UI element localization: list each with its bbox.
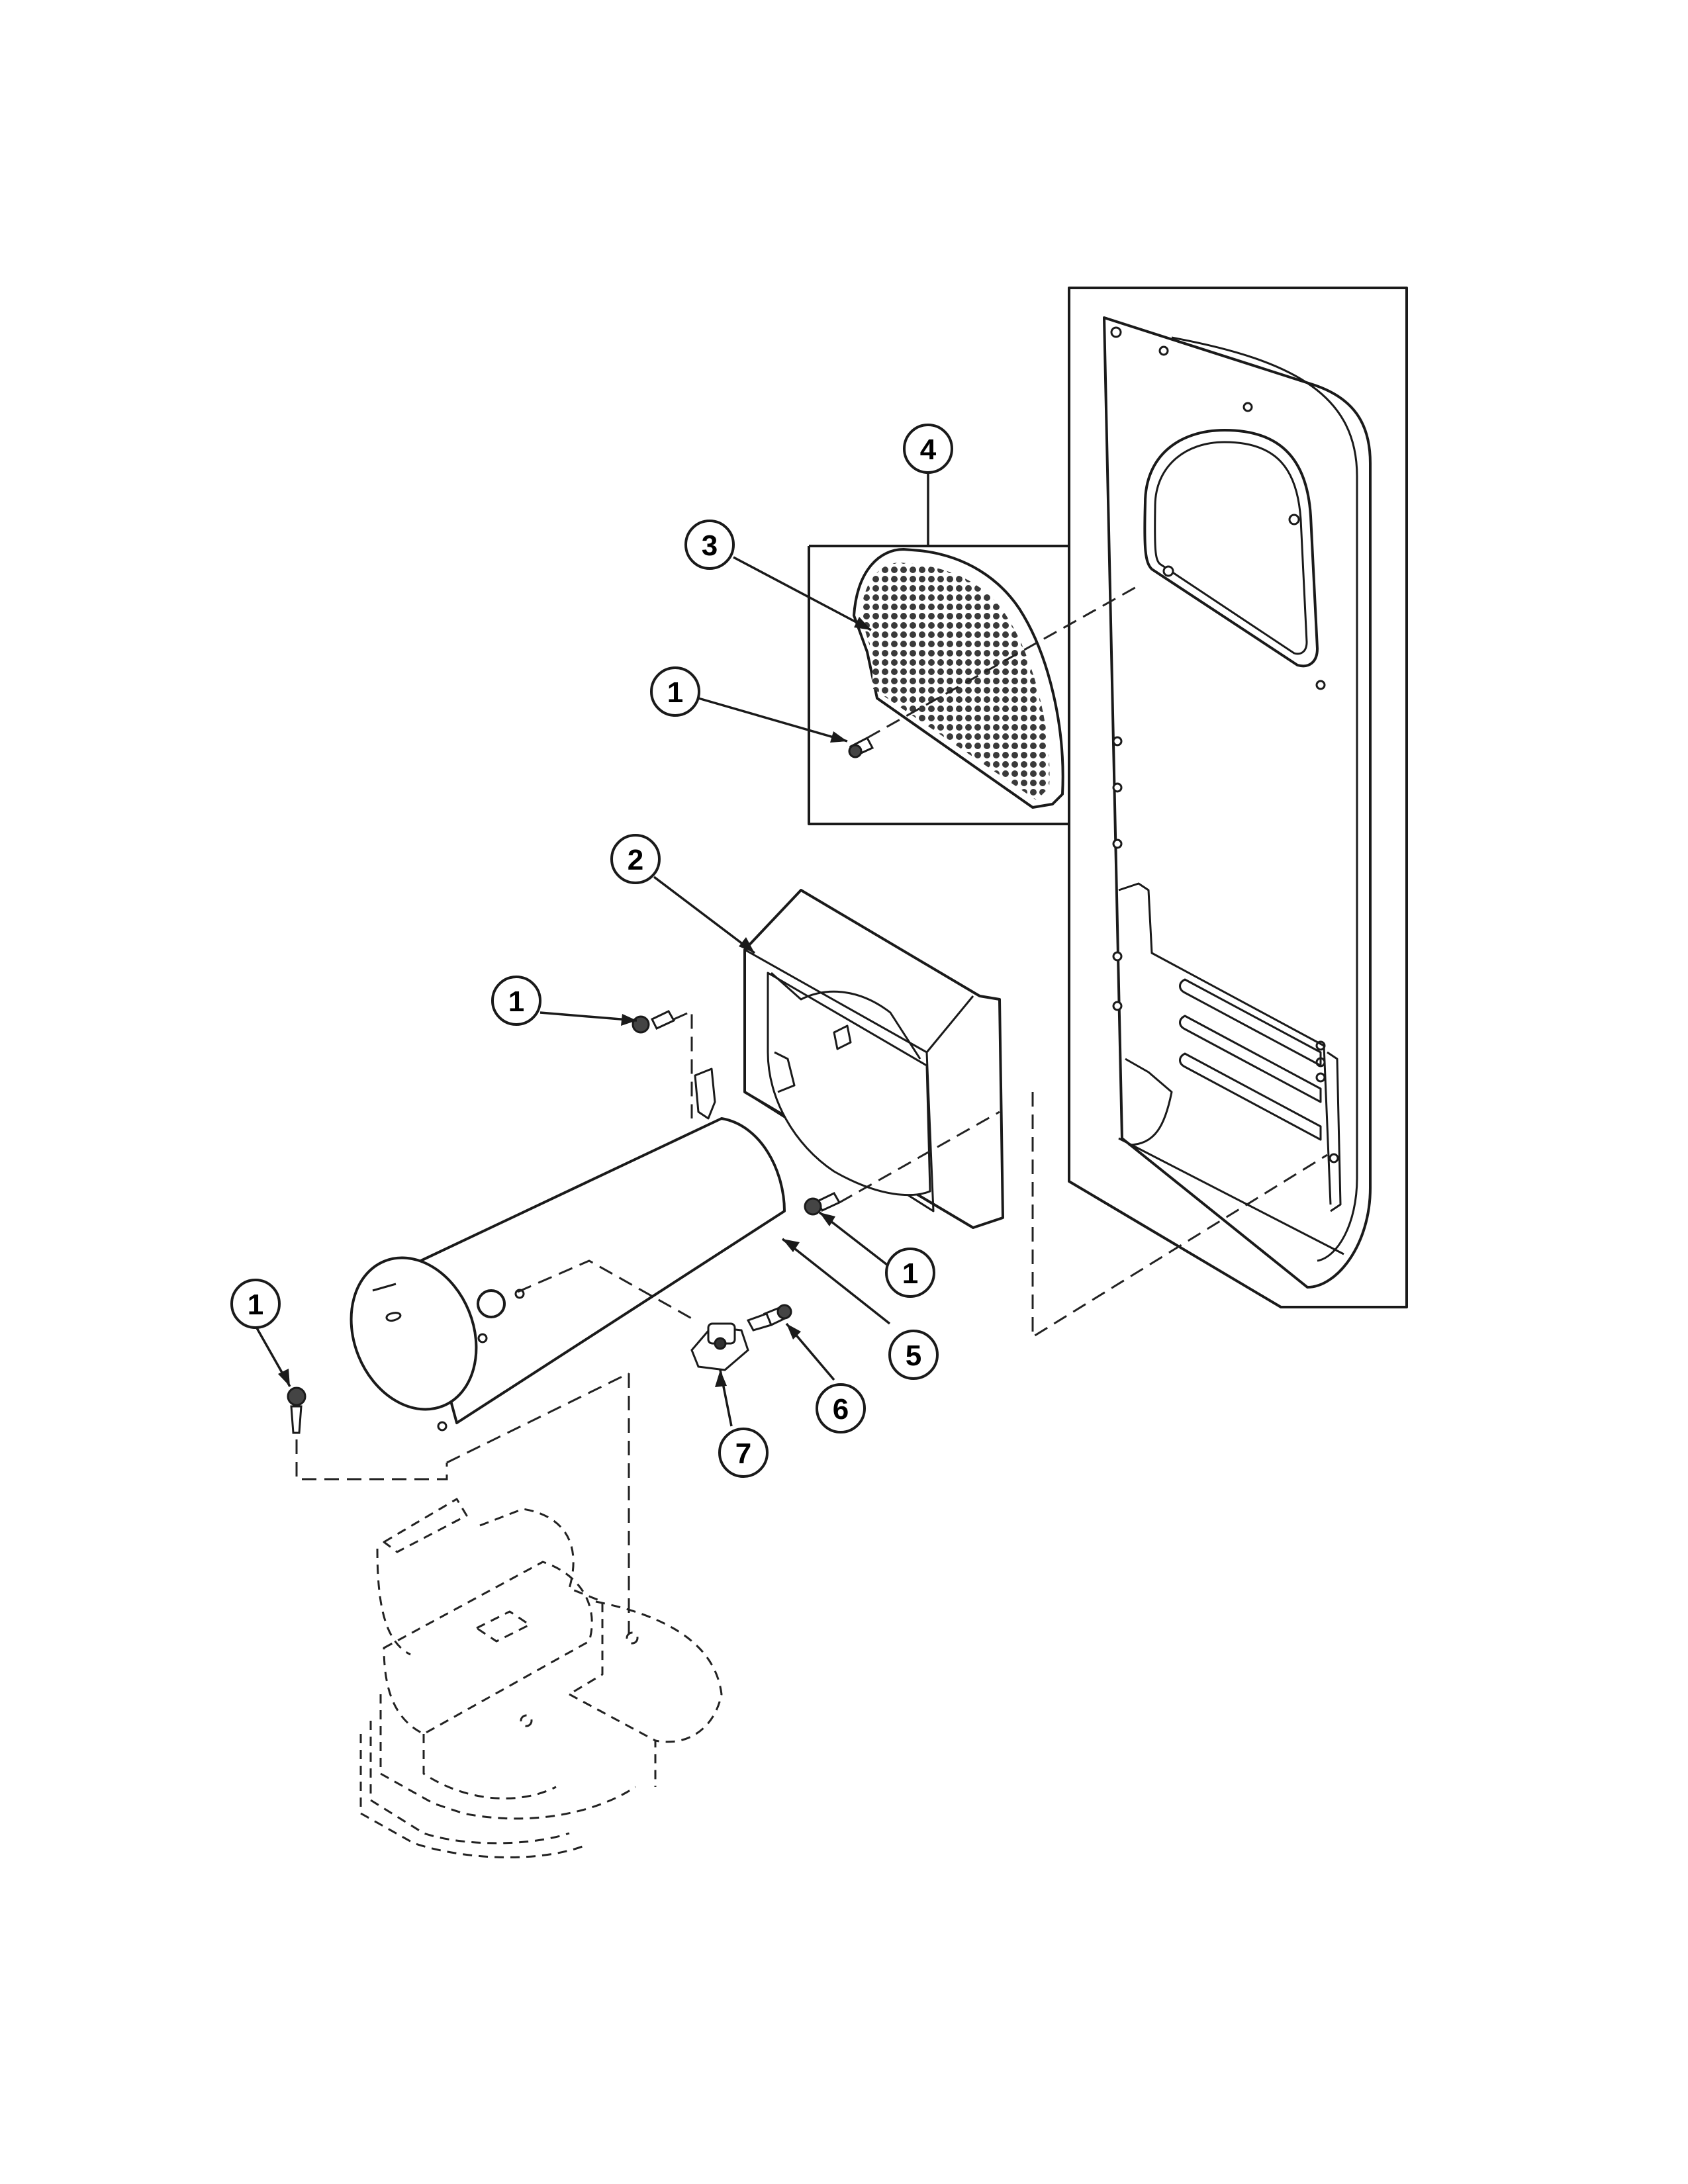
svg-text:1: 1 (902, 1257, 918, 1290)
svg-text:7: 7 (735, 1437, 751, 1470)
vent-slot (1179, 978, 1322, 1067)
callout-arrowheads (278, 617, 871, 1387)
duct-flange (743, 889, 1004, 1229)
screw-1-left (287, 1387, 306, 1434)
duct-open-end (350, 1256, 478, 1411)
callout-1-flange-top[interactable]: 1 (491, 976, 541, 1026)
screw-6 (746, 1304, 792, 1332)
svg-text:5: 5 (906, 1340, 921, 1372)
callout-leaders (255, 463, 929, 1427)
flange-opening (767, 972, 931, 1197)
callout-1-left[interactable]: 1 (230, 1279, 281, 1329)
callout-5[interactable]: 5 (888, 1330, 939, 1380)
svg-text:1: 1 (248, 1289, 263, 1321)
burner-base-phantom (359, 1498, 723, 1858)
svg-text:2: 2 (628, 844, 643, 876)
callout-7[interactable]: 7 (718, 1428, 769, 1478)
rear-panel-frame (1068, 287, 1408, 1308)
lint-screen-assembly (808, 545, 1069, 825)
callout-2[interactable]: 2 (610, 834, 661, 884)
vent-slot (1179, 1052, 1322, 1141)
duct-sensor-opening (477, 1289, 506, 1318)
screw-1-flange-bottom (804, 1192, 841, 1216)
callout-3[interactable]: 3 (684, 520, 735, 570)
svg-text:1: 1 (667, 676, 683, 709)
callout-1-top[interactable]: 1 (650, 666, 700, 717)
callout-6[interactable]: 6 (816, 1383, 866, 1433)
svg-text:4: 4 (920, 433, 937, 466)
screw-1-flange-top (632, 1010, 676, 1034)
rear-panel-opening (1143, 429, 1319, 668)
callout-4[interactable]: 4 (903, 424, 953, 474)
exhaust-duct (350, 1068, 786, 1432)
thermostat (690, 1322, 749, 1371)
vent-slot (1179, 1015, 1322, 1103)
svg-text:1: 1 (508, 985, 524, 1018)
screw-1-top (848, 736, 874, 758)
callouts: 4 3 1 2 1 1 1 5 (230, 424, 953, 1478)
rear-panel-assembly (1068, 287, 1408, 1308)
callout-1-flange-bottom[interactable]: 1 (885, 1248, 935, 1298)
group-bracket-4 (808, 545, 1069, 825)
assembly-lines (295, 584, 1328, 1635)
svg-text:3: 3 (702, 529, 718, 562)
svg-text:6: 6 (833, 1393, 849, 1426)
